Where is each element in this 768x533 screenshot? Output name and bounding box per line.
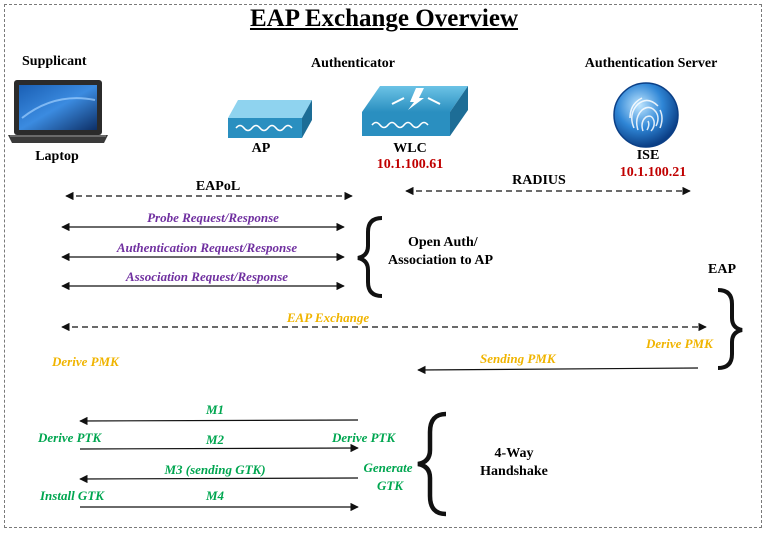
sending-pmk-label: Sending PMK xyxy=(480,351,556,366)
m2-arrow xyxy=(79,443,359,453)
wlc-label: WLC xyxy=(393,141,427,156)
probe-message-label: Probe Request/Response xyxy=(147,210,279,225)
generate-gtk-line2: GTK xyxy=(377,478,403,493)
m2-label: M2 xyxy=(205,432,225,447)
install-gtk-label: Install GTK xyxy=(40,488,104,503)
handshake-brace xyxy=(417,411,447,517)
ise-ip-label: 10.1.100.21 xyxy=(619,165,687,180)
wlc-icon xyxy=(362,86,468,136)
ise-server-icon xyxy=(613,82,679,148)
supplicant-label: Supplicant xyxy=(22,54,87,69)
ap-label: AP xyxy=(251,141,271,156)
eap-label: EAP xyxy=(708,262,736,277)
m4-label: M4 xyxy=(205,488,225,503)
handshake-label-line2: Handshake xyxy=(480,464,548,479)
m3-label: M3 (sending GTK) xyxy=(164,462,266,477)
derive-ptk-supplicant: Derive PTK xyxy=(38,430,102,445)
open-auth-brace xyxy=(357,216,383,298)
m1-arrow xyxy=(79,416,359,426)
derive-pmk-supplicant: Derive PMK xyxy=(52,354,119,369)
radius-label: RADIUS xyxy=(512,173,566,188)
authentication-message-label: Authentication Request/Response xyxy=(116,240,298,255)
page-title: EAP Exchange Overview xyxy=(249,5,519,32)
generate-gtk-line1: Generate xyxy=(363,460,413,475)
ise-label: ISE xyxy=(636,148,660,163)
derive-pmk-server: Derive PMK xyxy=(646,336,713,351)
handshake-label-line1: 4-Way xyxy=(494,446,534,461)
auth-server-label: Authentication Server xyxy=(584,56,718,71)
laptop-label: Laptop xyxy=(35,149,79,164)
open-auth-label-line1: Open Auth/ xyxy=(408,235,478,250)
m3-arrow xyxy=(79,474,359,484)
m1-label: M1 xyxy=(205,402,225,417)
access-point-icon xyxy=(228,100,312,138)
authenticator-label: Authenticator xyxy=(311,56,395,71)
eapol-label: EAPoL xyxy=(195,179,241,194)
eap-exchange-label: EAP Exchange xyxy=(286,310,370,325)
derive-ptk-authenticator: Derive PTK xyxy=(332,430,396,445)
wlc-ip-label: 10.1.100.61 xyxy=(376,157,444,172)
sending-pmk-arrow xyxy=(417,365,699,375)
eap-brace xyxy=(717,288,743,370)
open-auth-label-line2: Association to AP xyxy=(388,253,493,268)
diagram-frame xyxy=(4,4,762,528)
association-message-label: Association Request/Response xyxy=(125,269,289,284)
laptop-icon xyxy=(8,80,108,143)
